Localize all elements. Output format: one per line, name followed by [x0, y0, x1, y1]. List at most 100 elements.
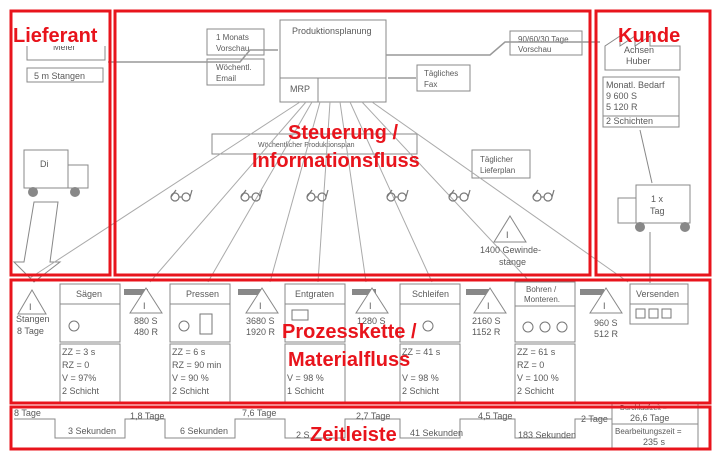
- wait-time-4: 4,5 Tage: [478, 411, 512, 421]
- operator-icon: [522, 321, 534, 333]
- wait-time-0: 8 Tage: [14, 408, 41, 418]
- inventory-0-symbol: I: [29, 302, 32, 312]
- lead-time-box: [611, 403, 699, 449]
- process-1-data-2: V = 90 %: [172, 373, 209, 383]
- inventory-4-value-line2: 1152 R: [472, 327, 501, 337]
- daily-fax-box: [416, 64, 471, 92]
- shipping-icon: [661, 308, 672, 319]
- customer-forecast-box: [509, 30, 583, 56]
- customer-forecast-label-line2: Vorschau: [518, 45, 551, 54]
- customer-area: Achsen Huber Monatl. Bedarf 9 600 S 5 12…: [602, 35, 691, 283]
- operator-icon: [422, 320, 434, 332]
- process-1-name: Pressen: [186, 289, 219, 299]
- inventory-5-value-line2: 512 R: [594, 329, 619, 339]
- customer-info-lightning-arrow: [386, 41, 600, 56]
- daily-fax-label: Tägliches: [424, 69, 458, 78]
- inventory-1-value: 880 S: [134, 316, 158, 326]
- process-4-data-0: ZZ = 61 s: [517, 347, 556, 357]
- customer-demand-2: 5 120 R: [606, 102, 638, 112]
- inventory-5-value: 960 S: [594, 318, 618, 328]
- shipping-icon: [648, 308, 659, 319]
- weekly-email-label: Wöchentl.: [216, 63, 252, 72]
- lead-time-value: 26,6 Tage: [630, 413, 669, 423]
- daily-fax-label-line2: Fax: [424, 80, 437, 89]
- push-arrows: [124, 289, 604, 295]
- processing-time-value: 235 s: [643, 437, 666, 447]
- process-3-name: Schleifen: [412, 289, 449, 299]
- inventory-0-value: Stangen: [16, 314, 50, 324]
- supplier-truck-wheel: [70, 187, 80, 197]
- supplier-shipment-arrow: [12, 201, 62, 283]
- weekly-email-box: [206, 58, 265, 86]
- supplier-frame: [9, 9, 112, 277]
- inventory-5-symbol: I: [603, 301, 606, 311]
- weekly-plan-box: [211, 133, 418, 155]
- operator-icon: [539, 321, 551, 333]
- customer-name-line2: Huber: [626, 56, 651, 66]
- process-time-4: 183 Sekunden: [518, 430, 576, 440]
- glasses-icon: [306, 189, 329, 202]
- customer-name: Achsen: [624, 45, 654, 55]
- process-1-data-1: RZ = 90 min: [172, 360, 221, 370]
- inventory-5: I 960 S 512 R: [589, 287, 623, 339]
- supplier-material-box: [26, 67, 104, 83]
- supplier-material: 5 m Stangen: [34, 71, 85, 81]
- customer-to-truck-arrow: [639, 129, 653, 184]
- wait-time-5: 2 Tage: [581, 414, 608, 424]
- daily-delivery-plan-label: Täglicher: [480, 155, 513, 164]
- process-4-name-line2: Monteren.: [524, 295, 560, 304]
- supplier-name: Meier: [53, 42, 76, 52]
- process-2-data-2: V = 98 %: [287, 373, 324, 383]
- region-label-control-line2: Informationsfluss: [252, 150, 420, 172]
- timeline-frame: [9, 405, 712, 451]
- process-box-5: Versenden: [629, 283, 689, 325]
- weekly-email-label-line2: Email: [216, 74, 236, 83]
- customer-truck-cab: [617, 197, 637, 224]
- process-time-2: 2 S: [296, 430, 310, 440]
- press-icon: [199, 313, 213, 335]
- customer-delivery: 1 x: [651, 194, 664, 204]
- inventory-2: I 3680 S 1920 R: [245, 287, 279, 337]
- customer-forecast-label: 90/60/30 Tage: [518, 35, 569, 44]
- region-frames: [9, 9, 712, 451]
- operator-icon: [178, 320, 190, 332]
- customer-truck-wheel: [680, 222, 690, 232]
- process-1-data-0: ZZ = 6 s: [172, 347, 206, 357]
- glasses-icon: [532, 189, 555, 202]
- process-1-data-3: 2 Schicht: [172, 386, 210, 396]
- inventory-3: I 1280 S: [355, 287, 389, 326]
- customer-truck-wheel: [635, 222, 645, 232]
- process-box-2: Entgraten V = 98 % 1 Schicht: [284, 283, 346, 403]
- region-label-timeline: Zeitleiste: [310, 424, 397, 446]
- inventory-2-symbol: I: [259, 301, 262, 311]
- region-label-customer: Kunde: [618, 25, 680, 47]
- process-0-data-0: ZZ = 3 s: [62, 347, 96, 357]
- region-label-control: Steuerung /: [288, 122, 398, 144]
- process-2-name: Entgraten: [295, 289, 334, 299]
- process-box-1: Pressen ZZ = 6 s RZ = 90 min V = 90 % 2 …: [169, 283, 231, 403]
- supplier-info-lightning-arrow: [108, 49, 278, 63]
- inventory-1: I 880 S 480 R: [129, 287, 163, 337]
- process-3-data-2: V = 98 %: [402, 373, 439, 383]
- thread-rod-inventory-symbol: I: [506, 230, 509, 240]
- process-4-name: Bohren /: [526, 285, 557, 294]
- supplier-truck-icon: [23, 149, 69, 189]
- glasses-icon: [170, 189, 193, 202]
- supplier-delivery-day: Di: [40, 159, 49, 169]
- inventory-3-value: 1280 S: [357, 316, 386, 326]
- mrp-label: MRP: [290, 84, 310, 94]
- region-label-process-chain: Prozesskette /: [282, 321, 417, 343]
- daily-delivery-plan-label-line2: Lieferplan: [480, 166, 515, 175]
- daily-delivery-plan-box: [471, 149, 531, 179]
- customer-frame: [594, 9, 712, 277]
- process-0-data-1: RZ = 0: [62, 360, 89, 370]
- region-label-supplier: Lieferant: [13, 25, 98, 47]
- operator-icon: [556, 321, 568, 333]
- process-time-3: 41 Sekunden: [410, 428, 463, 438]
- timeline-area: 8 Tage 1,8 Tage 7,6 Tage 2,7 Tage 4,5 Ta…: [14, 403, 699, 449]
- glasses-icon: [386, 189, 409, 202]
- inventory-4-symbol: I: [487, 301, 490, 311]
- wait-time-3: 2,7 Tage: [356, 411, 390, 421]
- process-4-data-3: 2 Schicht: [517, 386, 555, 396]
- supplier-label-bg: [13, 24, 108, 46]
